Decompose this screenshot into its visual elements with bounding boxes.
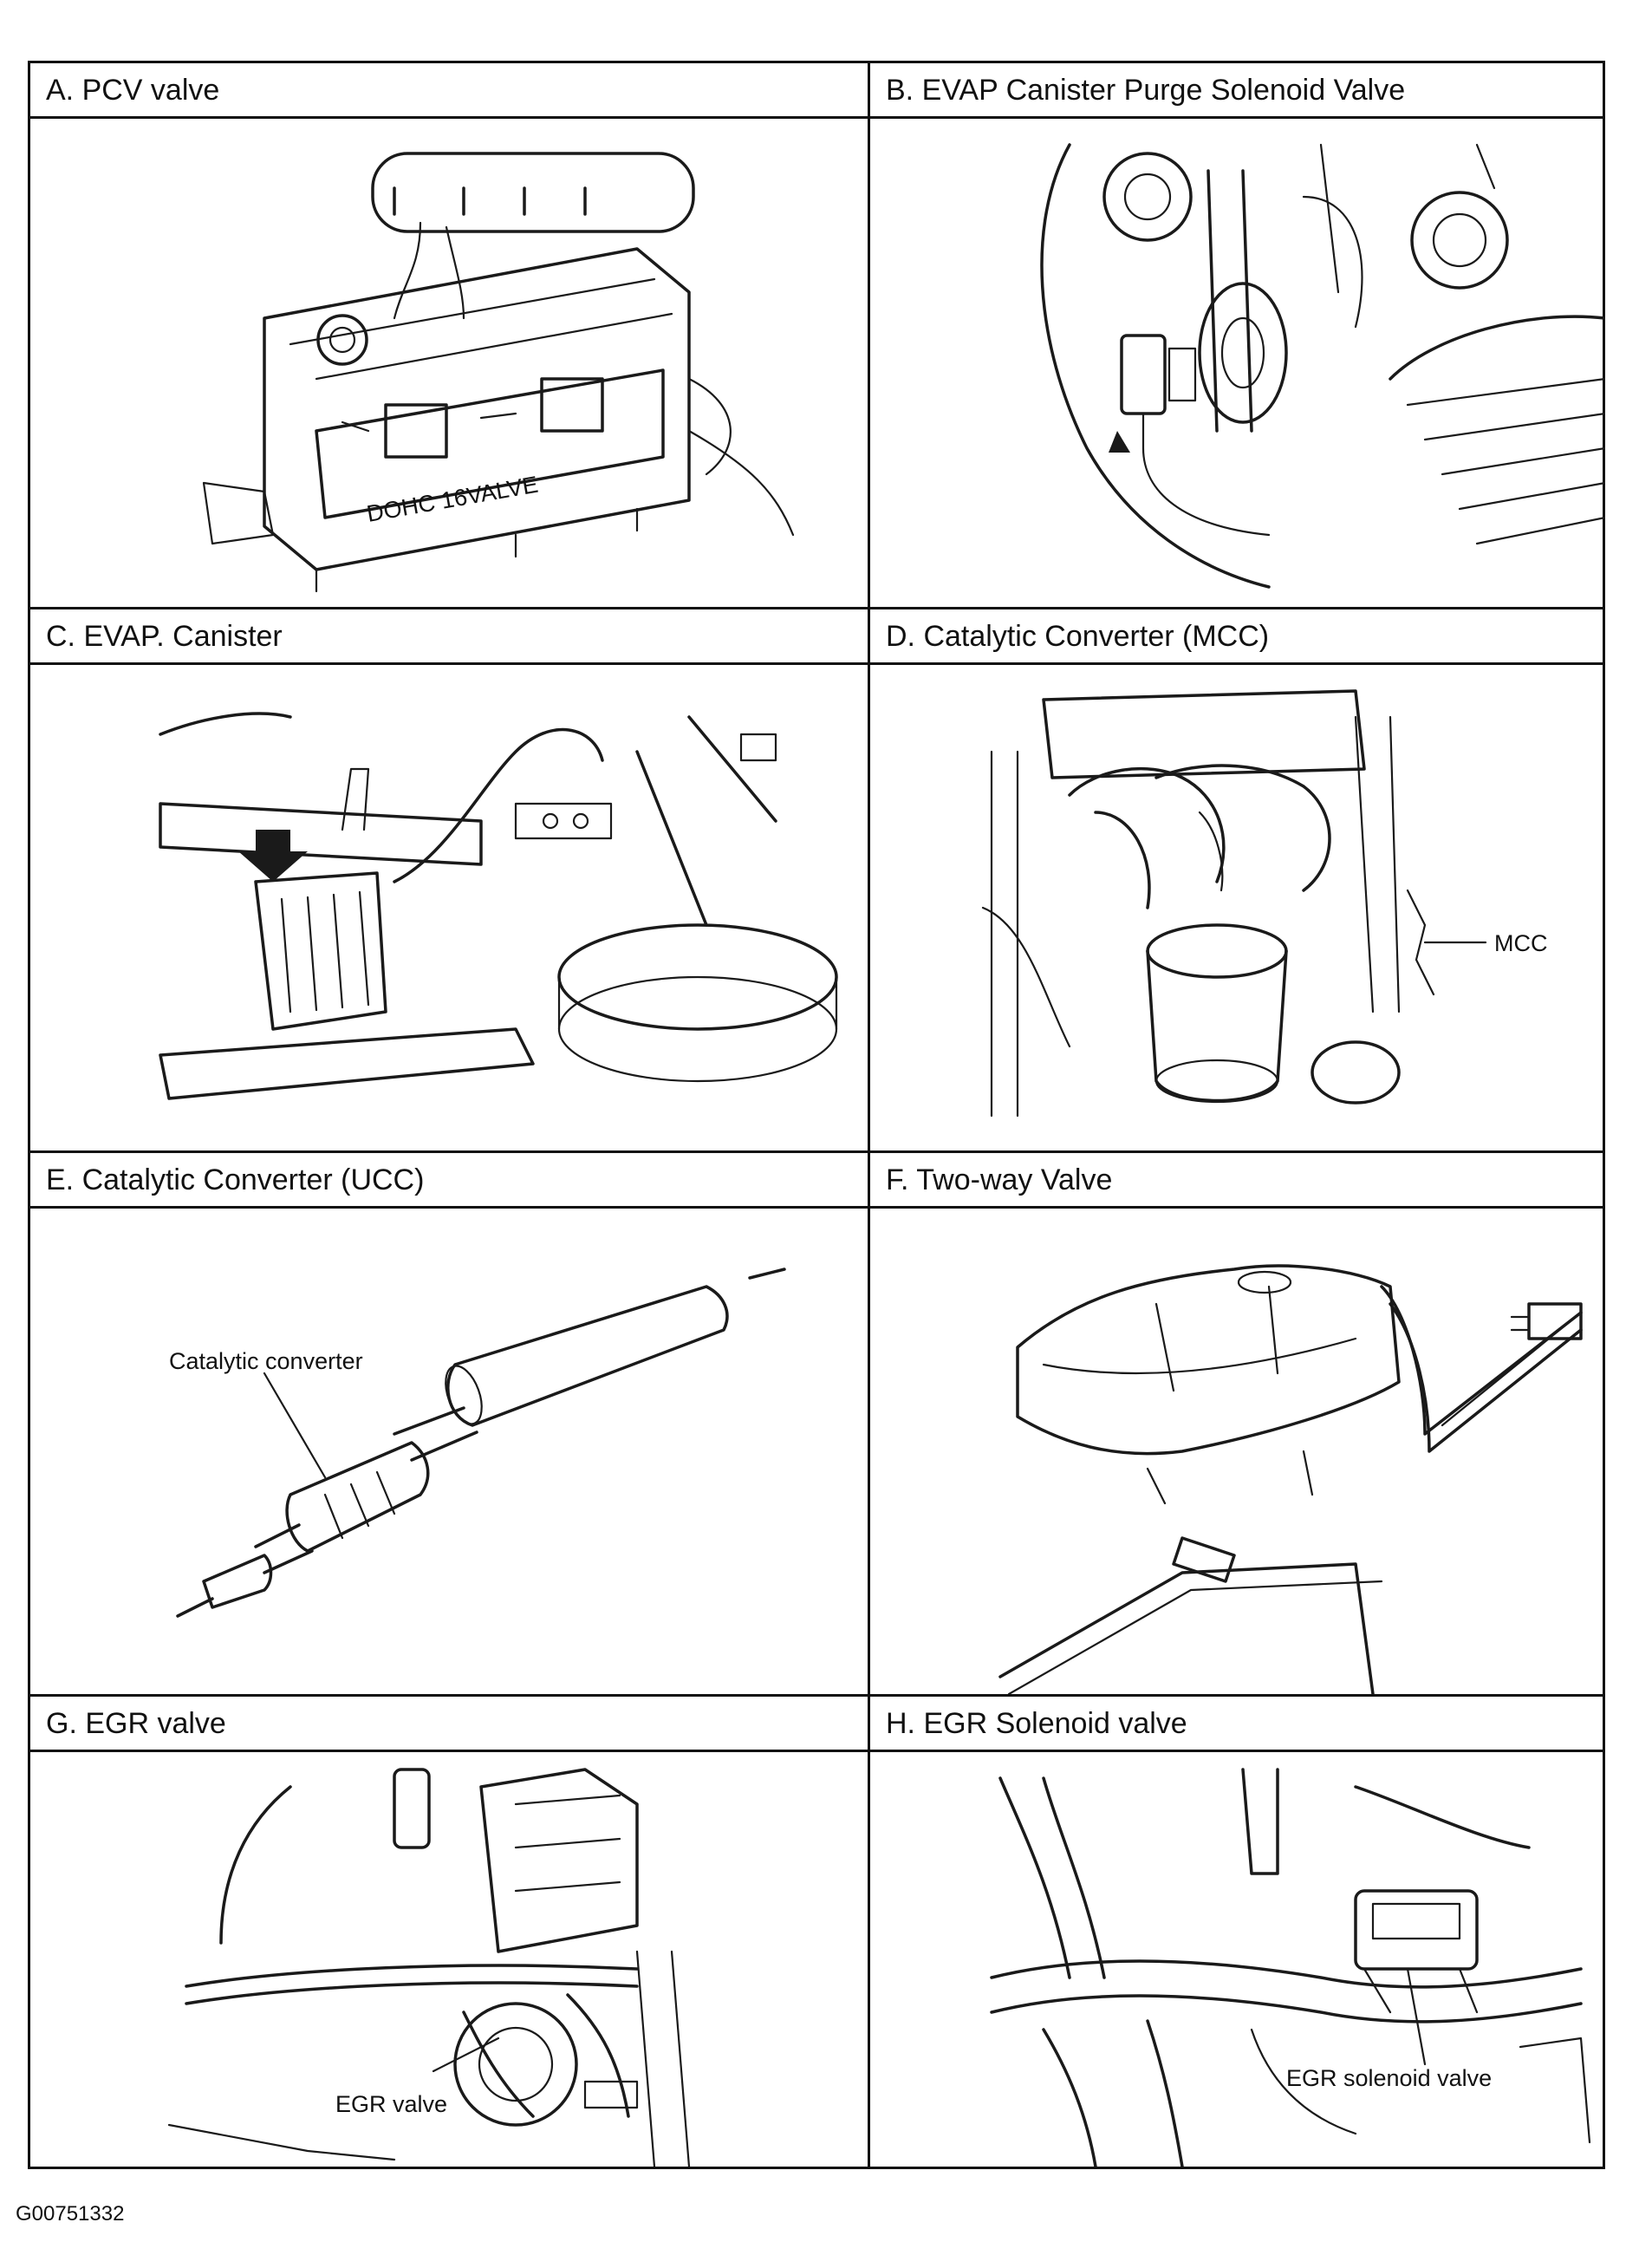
egr-valve-label: EGR valve	[335, 2091, 447, 2117]
manifold-converter-drawing: MCC	[981, 689, 1548, 1118]
panel-d-illustration: MCC	[870, 665, 1605, 1150]
panel-a-illustration: DOHC 16VALVE	[30, 119, 868, 607]
panel-f: F. Two-way Valve	[870, 1153, 1605, 1694]
panel-g: G. EGR valve EGR valve	[30, 1697, 868, 2167]
fuel-tank-drawing	[998, 1264, 1583, 1694]
figure-code: G00751332	[16, 2202, 125, 2226]
egr-solenoid-valve-label: EGR solenoid valve	[1286, 2065, 1492, 2091]
panel-c-illustration	[30, 665, 868, 1150]
panel-h-illustration: EGR solenoid valve	[870, 1752, 1605, 2167]
panel-d: D. Catalytic Converter (MCC) MCC	[870, 609, 1605, 1150]
exhaust-pipe-drawing: Catalytic converter	[169, 1268, 786, 1618]
panel-b: B. EVAP Canister Purge Solenoid Valve	[870, 63, 1605, 607]
panel-e-title: E. Catalytic Converter (UCC)	[30, 1153, 868, 1209]
catalytic-converter-label: Catalytic converter	[169, 1348, 363, 1374]
panel-g-illustration: EGR valve	[30, 1752, 868, 2167]
purge-solenoid-drawing	[1040, 143, 1605, 589]
panel-e: E. Catalytic Converter (UCC) Catalytic c…	[30, 1153, 868, 1694]
panel-f-title: F. Two-way Valve	[870, 1153, 1605, 1209]
row-divider-2	[30, 1150, 1603, 1153]
engine-cover-marking: DOHC 16VALVE	[365, 472, 540, 527]
panel-h-title: H. EGR Solenoid valve	[870, 1697, 1605, 1752]
panel-f-illustration	[870, 1209, 1605, 1694]
mcc-label: MCC	[1494, 930, 1548, 956]
panel-a: A. PCV valve DOHC 16VALVE	[30, 63, 868, 607]
panel-h: H. EGR Solenoid valve EGR solenoid valve	[870, 1697, 1605, 2167]
egr-valve-drawing: EGR valve	[167, 1768, 691, 2167]
row-divider-1	[30, 607, 1603, 609]
panel-b-title: B. EVAP Canister Purge Solenoid Valve	[870, 63, 1605, 119]
panel-a-title: A. PCV valve	[30, 63, 868, 119]
panel-c: C. EVAP. Canister	[30, 609, 868, 1150]
panel-b-illustration	[870, 119, 1605, 607]
panel-c-title: C. EVAP. Canister	[30, 609, 868, 665]
egr-solenoid-drawing: EGR solenoid valve	[990, 1768, 1591, 2167]
panel-d-title: D. Catalytic Converter (MCC)	[870, 609, 1605, 665]
evap-canister-drawing	[159, 712, 838, 1100]
pcv-engine-drawing: DOHC 16VALVE	[202, 152, 795, 593]
diagram-sheet: A. PCV valve DOHC 16VALVE	[28, 61, 1605, 2169]
panel-e-illustration: Catalytic converter	[30, 1209, 868, 1694]
column-divider	[868, 63, 870, 2167]
row-divider-3	[30, 1694, 1603, 1697]
panel-g-title: G. EGR valve	[30, 1697, 868, 1752]
